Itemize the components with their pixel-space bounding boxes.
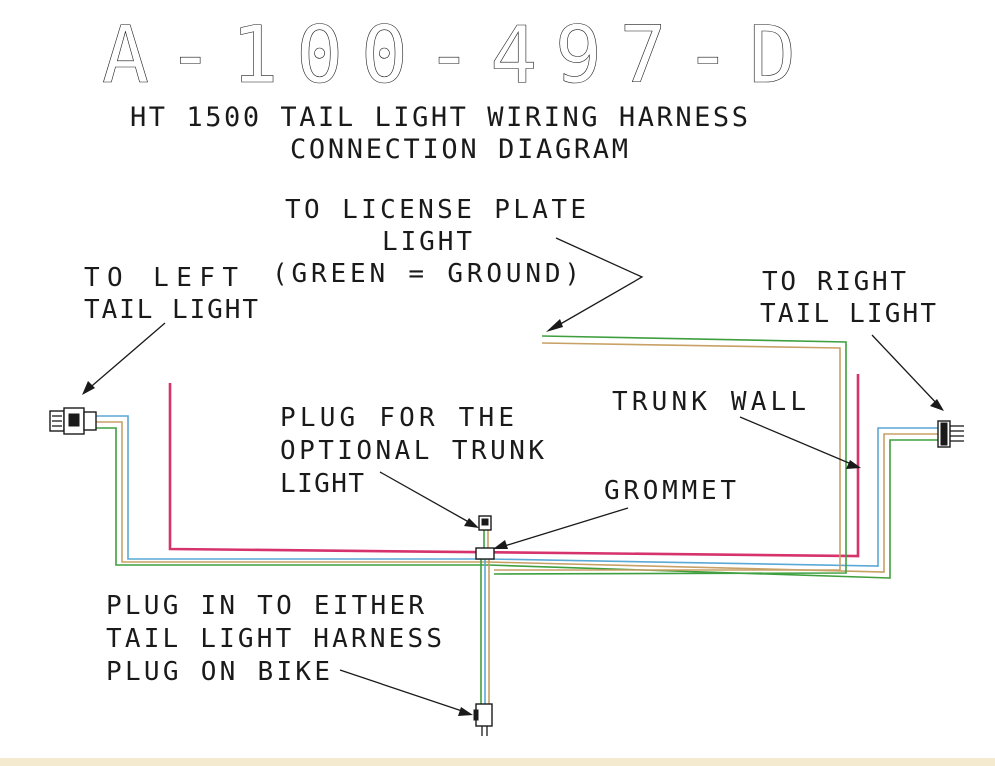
leader-license-plate	[549, 237, 644, 331]
subtitle-line-1: HT 1500 TAIL LIGHT WIRING HARNESS	[130, 102, 752, 133]
right-tail-connector	[937, 420, 964, 448]
leader-trunk-wall	[739, 416, 857, 467]
license-plate-label-line-3: (GREEN = GROUND)	[272, 259, 584, 289]
left-tail-connector	[49, 407, 97, 435]
arrow-trunk-plug	[464, 518, 479, 528]
bike-plug-label-line-3: PLUG ON BIKE	[106, 657, 334, 687]
trunk-plug-label-line-1: PLUG FOR THE	[280, 403, 518, 433]
wire-left-tan	[96, 421, 488, 563]
left-tail-label: TO LEFT TAIL LIGHT	[84, 263, 262, 325]
arrow-license-plate	[546, 319, 563, 332]
left-tail-label-line-1: TO LEFT	[84, 263, 242, 293]
wire-license-green	[493, 335, 847, 575]
license-plate-label: TO LICENSE PLATE LIGHT (GREEN = GROUND)	[272, 195, 590, 289]
bike-plug-label: PLUG IN TO EITHER TAIL LIGHT HARNESS PLU…	[106, 591, 446, 687]
grommet	[475, 547, 495, 560]
license-plate-label-line-2: LIGHT	[382, 227, 476, 257]
trunk-plug-label-line-2: OPTIONAL TRUNK	[280, 436, 548, 466]
leader-left-tail	[85, 322, 166, 392]
wire-right-green	[487, 439, 938, 579]
bike-plug-label-line-2: TAIL LIGHT HARNESS	[106, 624, 446, 654]
subtitle-line-2: CONNECTION DIAGRAM	[290, 134, 632, 165]
right-tail-label: TO RIGHT TAIL LIGHT	[760, 267, 940, 329]
wire-left-green	[96, 427, 488, 566]
wire-right-blue	[487, 427, 938, 567]
right-tail-label-line-2: TAIL LIGHT	[760, 299, 940, 329]
license-plate-label-line-1: TO LICENSE PLATE	[285, 195, 590, 225]
arrow-left-tail	[82, 381, 95, 395]
scan-edge-strip	[0, 758, 995, 766]
arrow-grommet	[493, 540, 508, 549]
right-tail-label-line-1: TO RIGHT	[762, 267, 910, 297]
trunk-wall-outline	[168, 374, 860, 558]
leader-right-tail	[871, 334, 941, 408]
leader-trunk-plug	[379, 471, 475, 526]
bike-plug-connector	[473, 703, 493, 736]
leader-bike-plug	[339, 669, 469, 714]
arrow-right-tail	[930, 399, 944, 411]
wire-right-tan	[487, 433, 938, 573]
leader-lines	[82, 237, 944, 716]
arrow-trunk-wall	[846, 460, 861, 469]
trunk-plug-label: PLUG FOR THE OPTIONAL TRUNK LIGHT	[280, 403, 548, 499]
trunk-wall-label: TRUNK WALL	[612, 387, 810, 417]
left-tail-label-line-2: TAIL LIGHT	[84, 295, 262, 325]
arrow-bike-plug	[458, 707, 473, 716]
trunk-light-plug	[478, 515, 492, 531]
wire-left-blue	[96, 415, 488, 560]
drawing-number: A-100-497-D	[102, 11, 802, 101]
leader-grommet	[497, 507, 629, 549]
trunk-plug-label-line-3: LIGHT	[280, 469, 368, 499]
bike-plug-label-line-1: PLUG IN TO EITHER	[106, 591, 428, 621]
grommet-label: GROMMET	[604, 476, 740, 506]
